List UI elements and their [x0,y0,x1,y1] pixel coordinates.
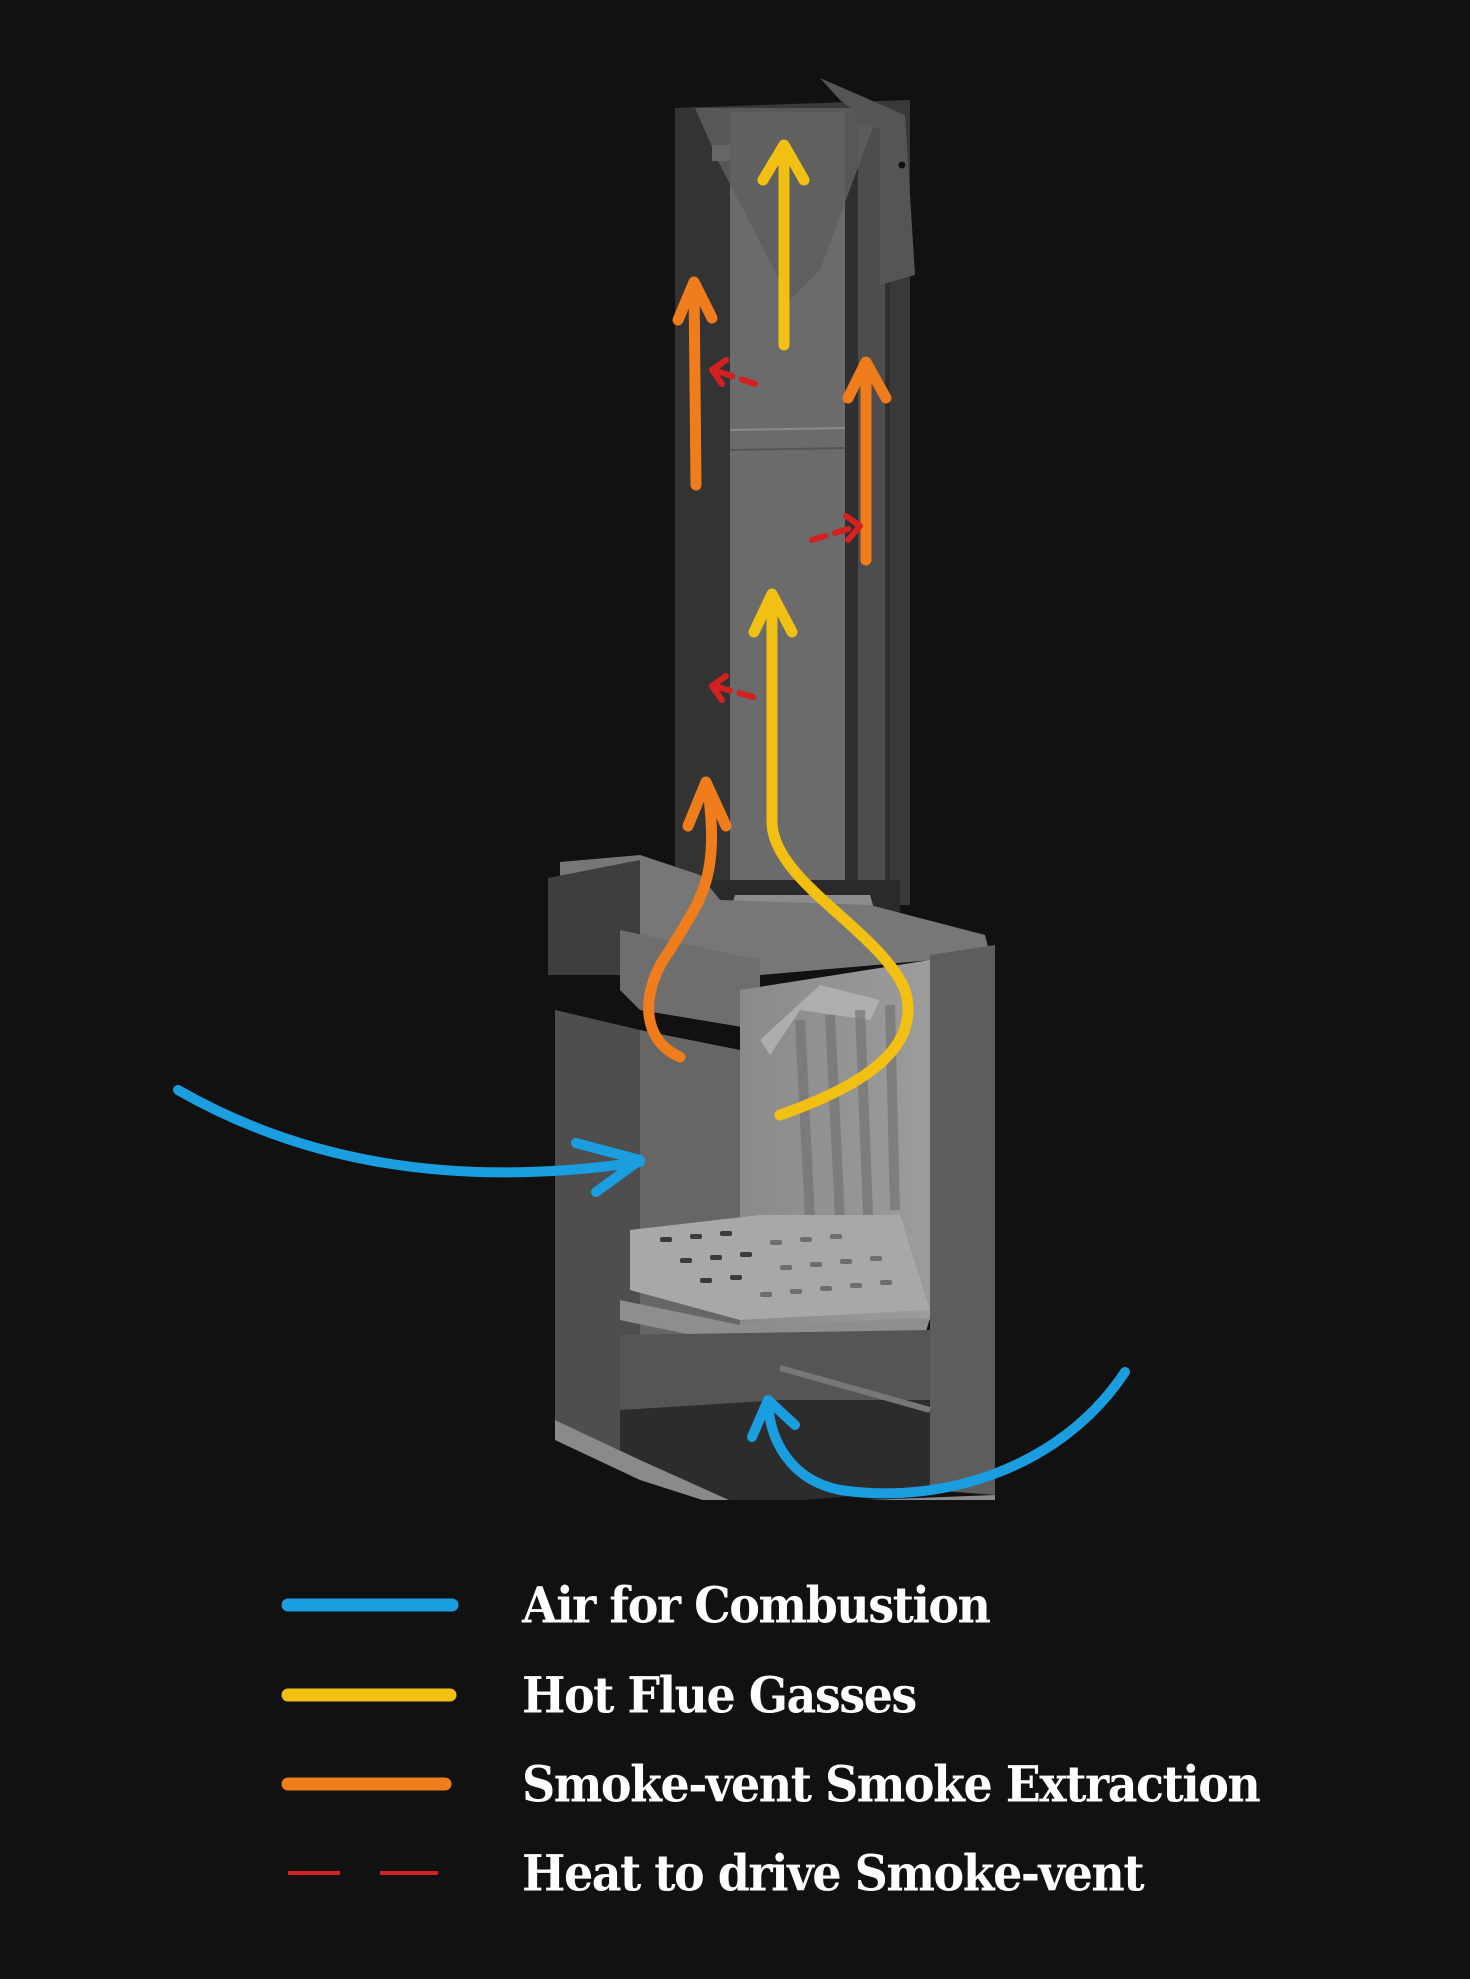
flue-arrow-main-head [748,588,798,638]
heat-arrow-2 [809,523,861,543]
legend-swatch-heat [280,1853,460,1893]
air-arrow-bottom [763,1367,1130,1499]
heat-arrows [709,357,863,703]
chimney-seam [729,447,846,451]
stove-base [555,1420,995,1500]
legend-swatch-air [280,1585,460,1625]
legend-swatch-flue [280,1675,460,1715]
heat-arrow-1-head [709,357,729,387]
firebox-grate [630,1215,930,1320]
legend-item-air: Air for Combustion [280,1565,991,1645]
stove-front-shoulder [620,930,760,1030]
ash-compartment-shadow [620,1400,930,1500]
legend-item-smoke: Smoke-vent Smoke Extraction [280,1744,1261,1824]
chimney-clip [712,145,730,161]
smoke-arrow-left-upper-head [672,276,718,326]
legend-swatch-smoke [280,1764,460,1804]
flue-arrow-main [766,594,914,1121]
smoke-arrow-right-upper-head [842,356,892,404]
heat-arrow-3-head [709,673,729,703]
smoke-extraction-arrows [643,276,892,1063]
air-arrow-left [173,1085,645,1178]
legend-label-heat: Heat to drive Smoke-vent [522,1843,1145,1903]
chimney-seam [729,427,846,431]
air-arrow-bottom-head [747,1395,800,1442]
smoke-arrow-curve [643,784,718,1063]
firebox-baffle [760,985,880,1055]
legend-label-smoke: Smoke-vent Smoke Extraction [522,1754,1261,1814]
legend-item-heat: Heat to drive Smoke-vent [280,1833,1145,1913]
chimney-inner-flue [730,112,845,900]
heat-arrow-2-head [843,513,863,543]
smoke-arrow-left-upper [688,279,702,491]
combustion-air-arrows [173,1085,1130,1499]
heat-arrow-1 [711,367,758,387]
chimney-cap-bracket [820,78,915,285]
stove-airflow-diagram [173,78,1130,1500]
legend-item-flue: Hot Flue Gasses [280,1655,917,1735]
chimney-cap-bolt [898,161,906,169]
legend-label-flue: Hot Flue Gasses [522,1665,917,1725]
air-arrow-left-head [571,1138,645,1197]
heat-arrow-3 [711,683,756,700]
flue-arrow-top-head [757,139,810,186]
stove-right-side [930,945,995,1495]
flue-gas-arrows [748,139,914,1121]
smoke-arrow-curve-head [682,776,732,832]
stove-left-shoulder [548,860,640,975]
ash-rail [779,1365,931,1413]
legend-label-air: Air for Combustion [522,1575,991,1635]
stove-left-side [555,1010,640,1460]
firebox-ribs [795,1004,900,1221]
